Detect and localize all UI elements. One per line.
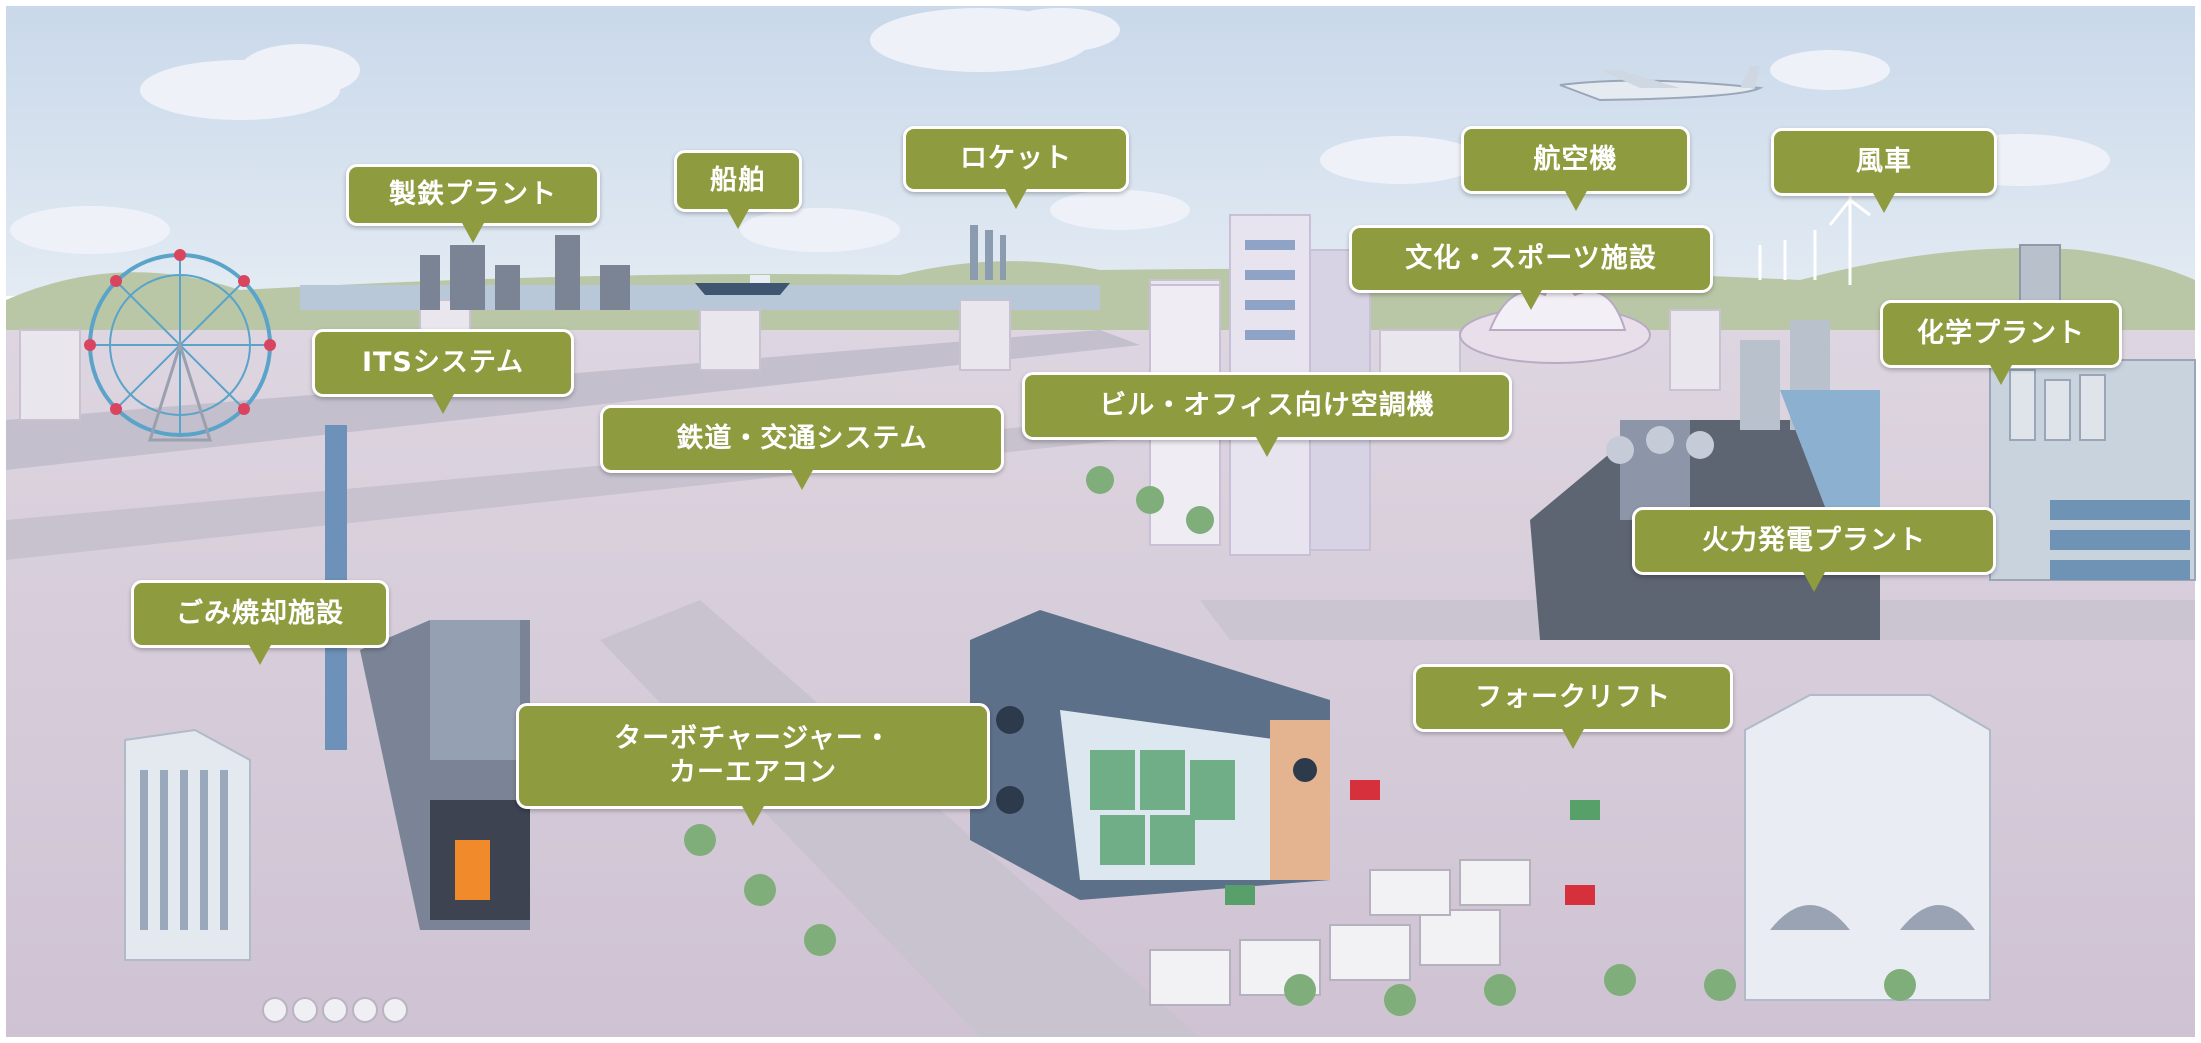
steel-plant-silhouette bbox=[420, 235, 630, 310]
label-ship-text: 船舶 bbox=[710, 165, 766, 196]
label-steel-plant-text: 製鉄プラント bbox=[389, 179, 557, 210]
label-chemical-plant-text: 化学プラント bbox=[1917, 318, 2085, 349]
label-rocket-text: ロケット bbox=[960, 143, 1072, 174]
label-thermal-power[interactable]: 火力発電プラント bbox=[1632, 507, 1996, 592]
label-building-ac[interactable]: ビル・オフィス向け空調機 bbox=[1022, 372, 1512, 457]
label-thermal-power-text: 火力発電プラント bbox=[1702, 525, 1926, 556]
ship bbox=[695, 275, 790, 295]
label-railway-text: 鉄道・交通システム bbox=[676, 423, 928, 454]
pallet-stacks bbox=[1149, 859, 1531, 1006]
airplane bbox=[1559, 66, 1764, 102]
label-culture-sports-text: 文化・スポーツ施設 bbox=[1405, 243, 1657, 274]
warehouse-right bbox=[1744, 694, 1991, 1001]
label-aircraft-text: 航空機 bbox=[1533, 144, 1618, 175]
label-forklift[interactable]: フォークリフト bbox=[1413, 664, 1733, 749]
rocket-launch-site bbox=[970, 225, 1006, 280]
label-windmill[interactable]: 風車 bbox=[1771, 128, 1997, 213]
label-railway[interactable]: 鉄道・交通システム bbox=[600, 405, 1004, 490]
label-turbocharger-line1: ターボチャージャー・ bbox=[614, 723, 892, 754]
ferris-wheel bbox=[84, 249, 276, 442]
label-chemical-plant[interactable]: 化学プラント bbox=[1880, 300, 2122, 385]
label-ship[interactable]: 船舶 bbox=[674, 150, 802, 229]
hills bbox=[6, 248, 2195, 340]
highway bbox=[6, 330, 1140, 470]
label-aircraft[interactable]: 航空機 bbox=[1461, 126, 1690, 211]
label-culture-sports[interactable]: 文化・スポーツ施設 bbox=[1349, 225, 1713, 310]
storage-tanks bbox=[262, 997, 408, 1023]
chemical-plant bbox=[1989, 244, 2196, 581]
label-turbocharger-car-ac[interactable]: ターボチャージャー・ カーエアコン bbox=[516, 703, 990, 826]
label-turbocharger-line2: カーエアコン bbox=[669, 757, 837, 788]
label-windmill-text: 風車 bbox=[1856, 146, 1912, 177]
factory-center bbox=[970, 610, 1330, 900]
label-incinerator[interactable]: ごみ焼却施設 bbox=[131, 580, 389, 665]
label-incinerator-text: ごみ焼却施設 bbox=[176, 598, 344, 629]
label-steel-plant[interactable]: 製鉄プラント bbox=[346, 164, 600, 243]
label-building-ac-text: ビル・オフィス向け空調機 bbox=[1099, 390, 1435, 421]
warehouse-left bbox=[124, 728, 251, 961]
trees bbox=[684, 466, 1916, 1016]
forklift-vehicles bbox=[1225, 780, 1600, 905]
incinerator-plant bbox=[325, 425, 530, 930]
stadium bbox=[1459, 281, 1651, 364]
label-its-system-text: ITSシステム bbox=[361, 347, 525, 378]
label-its-system[interactable]: ITSシステム bbox=[312, 329, 574, 414]
label-rocket[interactable]: ロケット bbox=[903, 126, 1129, 209]
label-forklift-text: フォークリフト bbox=[1475, 682, 1671, 713]
